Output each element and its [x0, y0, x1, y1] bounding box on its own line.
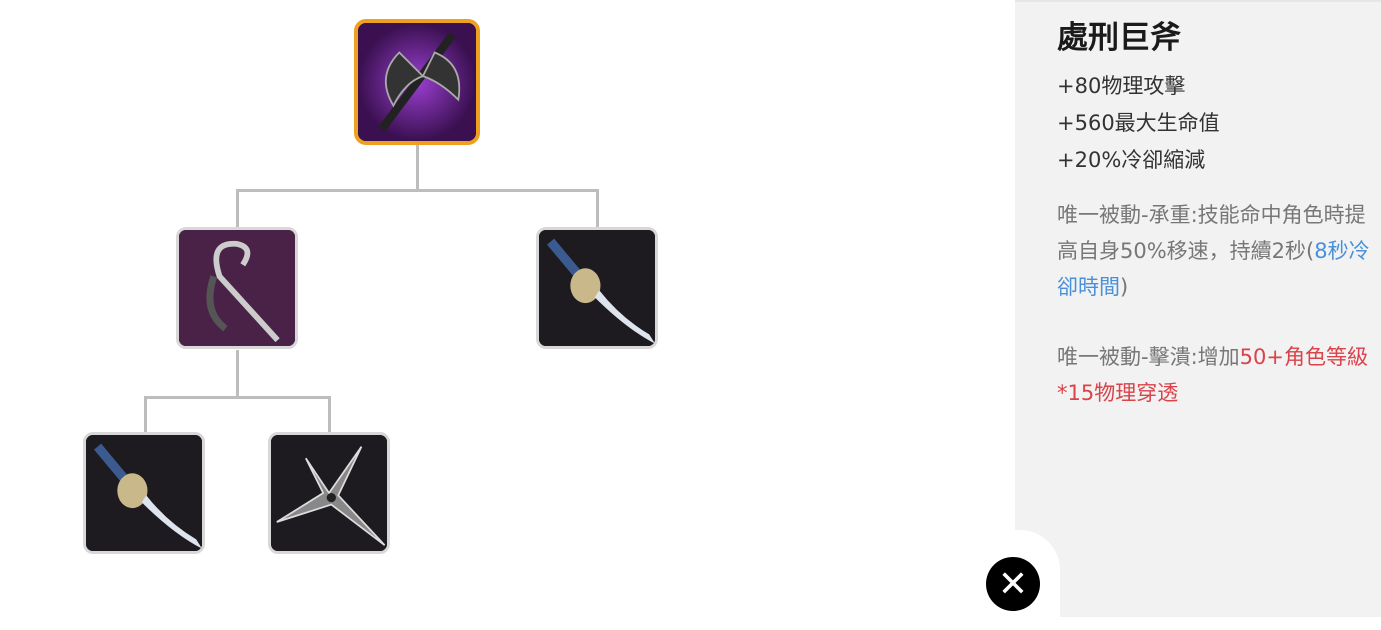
- passive-2: 唯一被動-擊潰:增加50+角色等級*15物理穿透: [1057, 345, 1368, 405]
- tree-connector: [416, 145, 419, 191]
- tree-connector: [144, 396, 330, 399]
- tree-connector: [328, 396, 331, 434]
- shuriken-icon[interactable]: [268, 432, 390, 554]
- item-stats: +80物理攻擊 +560最大生命值 +20%冷卻縮減: [1057, 68, 1220, 179]
- stat-line: +80物理攻擊: [1057, 74, 1186, 98]
- item-name: 處刑巨斧: [1057, 20, 1181, 56]
- tree-connector: [236, 189, 239, 229]
- tree-connector: [144, 396, 147, 434]
- item-detail-panel: [1015, 0, 1381, 617]
- executioner-axe-icon[interactable]: [354, 19, 480, 145]
- stat-line: +20%冷卻縮減: [1057, 148, 1206, 172]
- penetration-text: 50+角色等級*15物理穿透: [1057, 345, 1368, 405]
- katana-icon[interactable]: [536, 227, 658, 349]
- tree-connector: [596, 189, 599, 229]
- stat-line: +560最大生命值: [1057, 111, 1220, 135]
- close-icon: ✕: [997, 563, 1029, 605]
- katana-icon[interactable]: [83, 432, 205, 554]
- tree-connector: [236, 189, 599, 192]
- cooldown-text: 8秒冷卻時間: [1057, 239, 1370, 299]
- passive-1: 唯一被動-承重:技能命中角色時提高自身50%移速，持續2秒(8秒冷卻時間): [1057, 203, 1370, 299]
- tree-connector: [236, 350, 239, 398]
- close-button[interactable]: ✕: [986, 557, 1040, 611]
- hook-blade-icon[interactable]: [176, 227, 298, 349]
